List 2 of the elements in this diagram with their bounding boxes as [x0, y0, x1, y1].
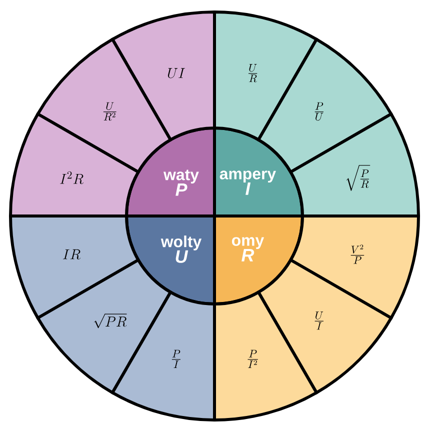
formula-sector: $\sqrt{PR}$ — [36, 258, 172, 394]
quantity-sector: omy R — [213, 214, 304, 306]
